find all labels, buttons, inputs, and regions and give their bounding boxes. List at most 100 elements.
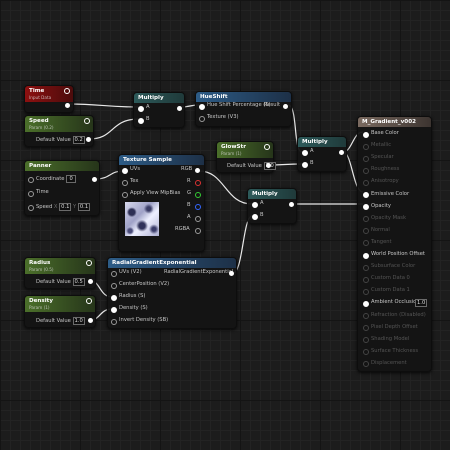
multiply-2-b-pin[interactable] xyxy=(302,162,308,168)
time-node-header[interactable]: Time Input Data xyxy=(25,86,73,102)
material-input-pin[interactable] xyxy=(363,325,369,332)
panner-node[interactable]: Panner Coordinate 0 Time Speed X 0.1 Y 0… xyxy=(24,160,100,216)
density-output-pin[interactable] xyxy=(88,318,93,323)
texsample-header[interactable]: Texture Sample xyxy=(119,155,204,165)
multiply-2-output-pin[interactable] xyxy=(339,150,344,155)
multiply-node-1[interactable]: Multiply A B xyxy=(133,92,185,128)
material-input-pin[interactable] xyxy=(363,179,369,186)
radial-radius-label: Radius (S) xyxy=(119,293,146,299)
density-default-field[interactable]: 1.0 xyxy=(72,317,85,325)
multiply-node-2[interactable]: Multiply A B xyxy=(297,136,347,172)
collapse-icon[interactable] xyxy=(64,88,70,94)
texsample-mip-pin[interactable] xyxy=(122,192,128,198)
material-input-pin[interactable] xyxy=(363,155,369,162)
material-input-label: Opacity Mask xyxy=(371,214,406,221)
material-input-pin[interactable] xyxy=(363,337,369,344)
hueshift-in2-pin[interactable] xyxy=(199,116,205,122)
material-input-pin[interactable] xyxy=(363,276,369,283)
radial-uvs-pin[interactable] xyxy=(111,271,117,277)
material-input-pin[interactable] xyxy=(363,288,369,295)
hueshift-header[interactable]: HueShift xyxy=(196,92,291,102)
hueshift-in1-pin[interactable] xyxy=(199,104,205,110)
multiply-3-output-pin[interactable] xyxy=(289,202,294,207)
material-input-pin[interactable] xyxy=(363,361,369,368)
material-input-pin[interactable] xyxy=(363,192,369,198)
material-input-pin[interactable] xyxy=(363,216,369,223)
panner-speed-pin[interactable] xyxy=(28,205,34,211)
texsample-uvs-pin[interactable] xyxy=(122,168,128,174)
panner-coord-field[interactable]: 0 xyxy=(66,175,77,183)
glowstr-param-node[interactable]: GlowStr Param (1) Default Value 1.0 xyxy=(216,141,276,173)
material-input-pin[interactable] xyxy=(363,264,369,271)
radius-param-node[interactable]: Radius Param (0.5) Default Value 0.5 xyxy=(24,257,96,289)
speed-param-node[interactable]: Speed Param (0.2) Default Value 0.2 xyxy=(24,115,94,147)
radius-node-header[interactable]: Radius Param (0.5) xyxy=(25,258,95,274)
texture-sample-node[interactable]: Texture Sample UVs RGB Tex R Apply View … xyxy=(118,154,205,252)
material-input-pin[interactable] xyxy=(363,313,369,319)
material-input-pin[interactable] xyxy=(363,300,369,307)
collapse-icon[interactable] xyxy=(264,144,270,150)
panner-header[interactable]: Panner xyxy=(25,161,99,171)
panner-output-pin[interactable] xyxy=(92,177,97,182)
texsample-r-label: R xyxy=(187,178,191,184)
material-input-pin[interactable] xyxy=(363,228,369,235)
multiply-1-a-pin[interactable] xyxy=(138,106,144,112)
material-input-value[interactable]: 1.0 xyxy=(415,299,428,308)
collapse-icon[interactable] xyxy=(86,298,92,304)
texsample-b-pin[interactable] xyxy=(195,204,201,210)
radial-radius-pin[interactable] xyxy=(111,295,117,301)
radial-center-label: CenterPosition (V2) xyxy=(119,281,170,287)
multiply-2-a-pin[interactable] xyxy=(302,150,308,156)
multiply-1-header[interactable]: Multiply xyxy=(134,93,184,103)
time-output-pin[interactable] xyxy=(65,103,70,108)
glowstr-node-header[interactable]: GlowStr Param (1) xyxy=(217,142,273,158)
texsample-r-pin[interactable] xyxy=(195,180,201,186)
speed-node-header[interactable]: Speed Param (0.2) xyxy=(25,116,93,132)
panner-time-pin[interactable] xyxy=(28,191,34,197)
radial-density-pin[interactable] xyxy=(111,307,117,313)
texsample-rgb-pin[interactable] xyxy=(195,168,200,173)
multiply-1-output-pin[interactable] xyxy=(177,106,182,111)
material-input-pin[interactable] xyxy=(363,131,369,138)
radius-output-pin[interactable] xyxy=(88,279,93,284)
panner-coord-pin[interactable] xyxy=(28,177,34,183)
material-input-pin[interactable] xyxy=(363,204,369,211)
glowstr-default-label: Default Value xyxy=(227,163,262,169)
material-input-pin[interactable] xyxy=(363,252,369,259)
radial-gradient-node[interactable]: RadialGradientExponential UVs (V2) Radia… xyxy=(107,257,237,329)
time-node[interactable]: Time Input Data xyxy=(24,85,74,113)
panner-speed-y-field[interactable]: 0.1 xyxy=(77,203,91,211)
density-node-header[interactable]: Density Param (1) xyxy=(25,296,95,312)
material-input-pin[interactable] xyxy=(363,240,369,247)
hueshift-result-pin[interactable] xyxy=(283,104,288,109)
collapse-icon[interactable] xyxy=(84,118,90,124)
radial-header[interactable]: RadialGradientExponential xyxy=(108,258,236,268)
material-input-pin[interactable] xyxy=(363,167,369,174)
hueshift-node[interactable]: HueShift Hue Shift Percentage (S) Result… xyxy=(195,91,292,127)
radial-invert-pin[interactable] xyxy=(111,319,117,325)
multiply-node-3[interactable]: Multiply A B xyxy=(247,188,297,224)
speed-default-field[interactable]: 0.2 xyxy=(72,136,85,144)
glowstr-output-pin[interactable] xyxy=(266,163,271,168)
texsample-g-pin[interactable] xyxy=(195,192,201,198)
material-input-pin[interactable] xyxy=(363,143,369,150)
multiply-3-b-pin[interactable] xyxy=(252,214,258,220)
multiply-3-header[interactable]: Multiply xyxy=(248,189,296,199)
material-input-pin[interactable] xyxy=(363,349,369,356)
speed-output-pin[interactable] xyxy=(86,137,91,142)
texsample-tex-label: Tex xyxy=(130,178,139,184)
density-param-node[interactable]: Density Param (1) Default Value 1.0 xyxy=(24,295,96,328)
panner-speed-x-field[interactable]: 0.1 xyxy=(59,203,72,211)
radius-default-field[interactable]: 0.5 xyxy=(72,278,85,286)
multiply-1-b-pin[interactable] xyxy=(138,118,144,124)
texsample-a-pin[interactable] xyxy=(195,216,201,222)
texsample-tex-pin[interactable] xyxy=(122,180,128,186)
material-header[interactable]: M_Gradient_v002 xyxy=(358,117,431,127)
radial-output-pin[interactable] xyxy=(229,271,234,276)
collapse-icon[interactable] xyxy=(86,260,92,266)
multiply-2-header[interactable]: Multiply xyxy=(298,137,346,147)
radial-center-pin[interactable] xyxy=(111,283,117,289)
texsample-rgba-pin[interactable] xyxy=(195,228,201,234)
multiply-3-a-pin[interactable] xyxy=(252,202,258,208)
